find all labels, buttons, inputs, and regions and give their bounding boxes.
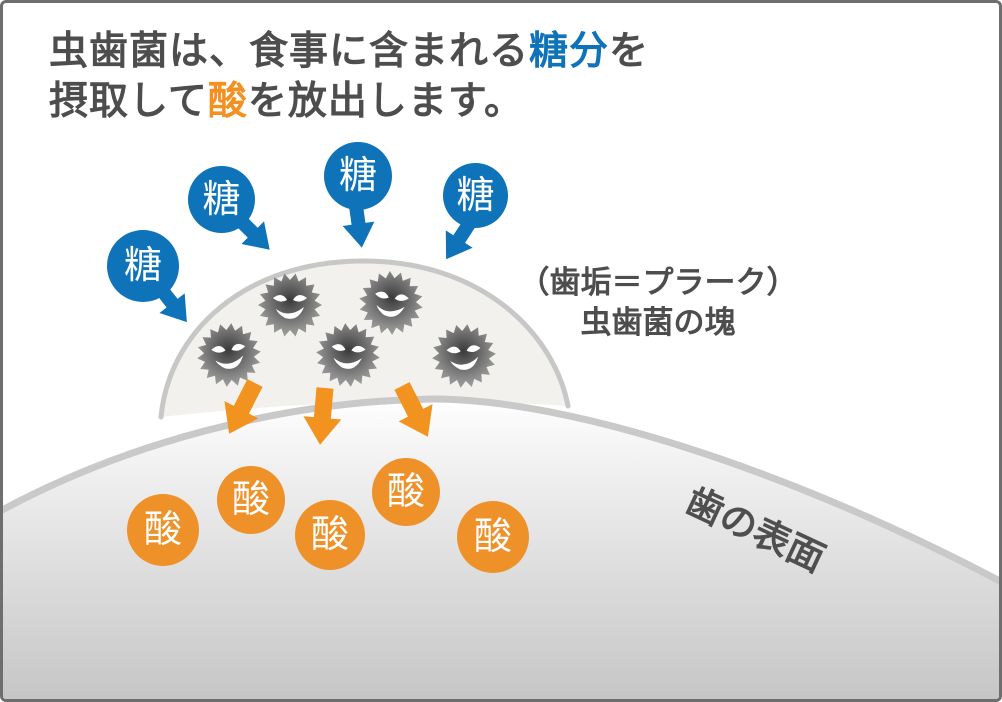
sugar-bubble: 糖 [324,142,392,210]
plaque-caption-line2: 虫歯菌の塊 [580,305,736,340]
sugar-bubble: 糖 [188,166,255,233]
title-line2-text: 摂取して [49,80,208,123]
acid-bubble: 酸 [295,500,365,570]
sugar-arrow-icon [340,203,378,250]
acid-bubble: 酸 [372,458,440,526]
acid-bubble: 酸 [217,466,285,534]
acid-bubble: 酸 [457,501,529,573]
title-sugar-word: 糖分 [529,30,610,73]
sugar-bubble: 糖 [107,230,179,302]
title-line2-suffix: を放出します。 [247,80,524,123]
title-line-2: 摂取して酸を放出します。 [49,77,649,127]
plaque-caption: （歯垢＝プラーク） 虫歯菌の塊 [508,263,808,343]
page-title: 虫歯菌は、食事に含まれる糖分を 摂取して酸を放出します。 [49,27,649,127]
plaque-caption-line1: （歯垢＝プラーク） [518,265,798,300]
sugar-bubble: 糖 [443,163,508,228]
acid-bubble: 酸 [127,494,199,566]
title-line1-suffix: を [609,30,650,73]
title-line-1: 虫歯菌は、食事に含まれる糖分を [49,27,649,77]
title-line1-text: 虫歯菌は、食事に含まれる [49,30,530,73]
plaque-blob-outline [158,258,571,420]
title-acid-word: 酸 [207,80,248,123]
